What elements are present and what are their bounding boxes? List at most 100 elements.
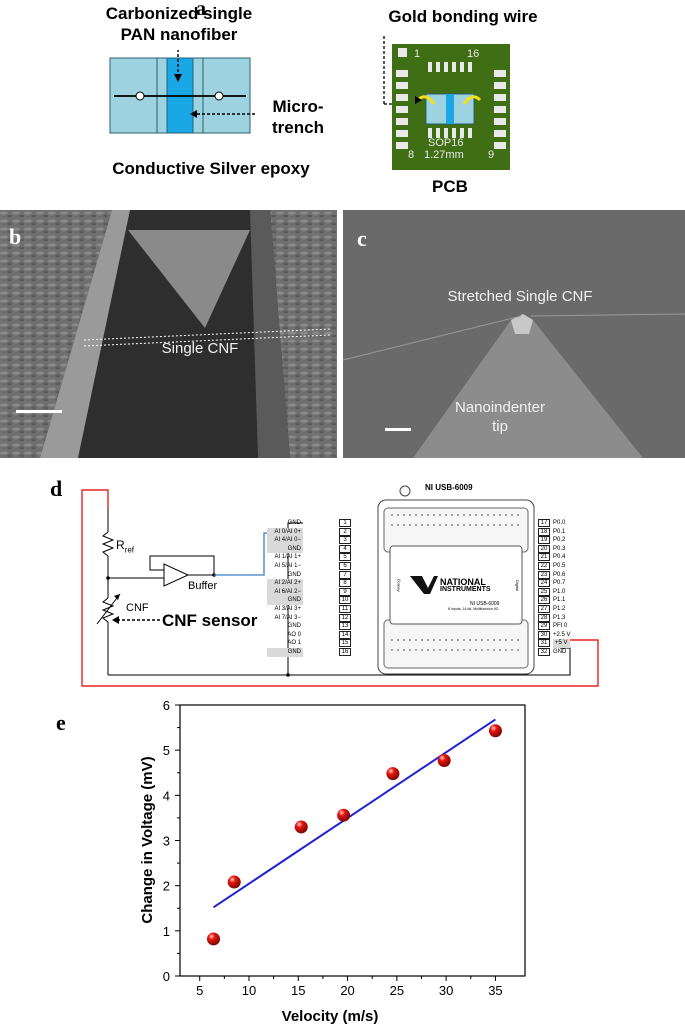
rref-sub: ref: [124, 545, 135, 555]
pin-name: +2.5 V: [553, 631, 571, 638]
pin-num: 20: [538, 544, 550, 553]
pin-name: GND: [287, 520, 301, 526]
y-tick-label: 3: [163, 834, 170, 849]
pin-name: GND: [553, 649, 567, 655]
pin-name: AI 5/AI 1−: [274, 563, 301, 569]
pin-num: 6: [339, 562, 351, 570]
wire-label: Gold bonding wire: [388, 7, 538, 26]
pin-num: 21: [538, 553, 550, 562]
pin-num: 1: [339, 519, 351, 527]
pin-num: 8: [339, 579, 351, 588]
pin-name: AI 0/AI 0+: [267, 527, 303, 537]
buffer-amp: [163, 563, 190, 587]
device-title: NI USB-6009: [425, 483, 473, 492]
chart-points: [207, 724, 502, 946]
pin-num: 10: [339, 596, 351, 605]
side-digital: Digital: [515, 579, 521, 592]
pin-num: 25: [538, 587, 550, 596]
pin-num: 14: [339, 630, 351, 639]
panel-label-d: d: [50, 476, 63, 501]
rref-label: Rref: [116, 538, 134, 554]
y-tick-label: 4: [163, 788, 170, 803]
panel-label-b: b: [9, 224, 22, 249]
buffer-label: Buffer: [188, 580, 218, 592]
pin-num: 27: [538, 605, 550, 613]
epoxy-label: Conductive Silver epoxy: [112, 159, 310, 178]
sem-image-c: [343, 210, 685, 458]
x-tick-label: 5: [196, 983, 203, 998]
pin-num: 22: [538, 562, 550, 570]
pin-row: AI 1/AI 1+ 5: [274, 553, 353, 562]
data-point: [488, 724, 502, 738]
pin-num: 24: [538, 579, 550, 588]
pin-name: PFI 0: [553, 623, 568, 630]
pin-num: 7: [339, 570, 351, 579]
sem-c-tip: [413, 314, 643, 458]
pin-row: AI 7/AI 3−12: [274, 613, 353, 623]
pin-name: +5 V: [553, 639, 570, 648]
plot-frame: [179, 704, 526, 977]
chip-schematic: [109, 50, 255, 134]
pin-num: 5: [339, 553, 351, 562]
pin-name: P1.3: [553, 614, 566, 621]
nanofiber-arrow: [174, 74, 182, 82]
pin-name: P0.5: [553, 563, 566, 569]
pin-num: 17: [538, 519, 550, 527]
panel-label-c: c: [357, 226, 367, 251]
pcb-pin-16: 16: [467, 48, 480, 60]
pin-name: AI 1/AI 1+: [274, 554, 301, 561]
sem-c-label-tip-line1: Nanoindenter: [454, 399, 546, 416]
pin-num: 30: [538, 630, 550, 639]
pin-num: 11: [339, 605, 351, 613]
pin-row: AI 6/AI 2−9: [267, 587, 353, 597]
x-tick-label: 10: [242, 983, 256, 998]
trench-label: Micro- trench: [258, 96, 338, 138]
epoxy-dot-left: [135, 91, 145, 101]
ref-resistor: [101, 531, 115, 557]
y-tick-label: 6: [163, 698, 170, 713]
fit-line: [212, 718, 496, 909]
chart-axes: [179, 704, 526, 977]
chart-fit: [212, 718, 496, 909]
pcb-pitch: 1.27mm: [424, 149, 464, 161]
pin-name: P0.6: [553, 571, 566, 578]
panel-label-e: e: [56, 710, 66, 735]
brand-line1: NATIONAL: [440, 577, 486, 587]
scale-bar-b: [16, 410, 62, 413]
y-tick-label: 2: [163, 879, 170, 894]
x-tick-label: 35: [488, 983, 502, 998]
model-small: NI USB-6009: [470, 601, 500, 607]
sem-image-b: [0, 210, 337, 458]
pin-num: 15: [339, 639, 351, 648]
pin-name: P0.3: [553, 545, 566, 552]
pcb-pin-8: 8: [408, 149, 415, 161]
pin-row: AI 4/AI 0− 3: [267, 536, 353, 545]
nanofiber-label-line2: PAN nanofiber: [120, 25, 238, 44]
trench-arrow: [190, 110, 197, 118]
pin-name: AI 4/AI 0−: [267, 536, 303, 545]
pin-name: P1.2: [553, 606, 566, 612]
pin-num: 18: [538, 527, 550, 536]
data-point: [437, 754, 451, 768]
y-tick-label: 1: [163, 924, 170, 939]
red-wire: [81, 489, 599, 687]
pin-num: 31: [538, 639, 550, 648]
pin-num: 3: [339, 536, 351, 545]
data-point: [227, 875, 241, 889]
trench-label-line1: Micro-: [272, 97, 324, 116]
